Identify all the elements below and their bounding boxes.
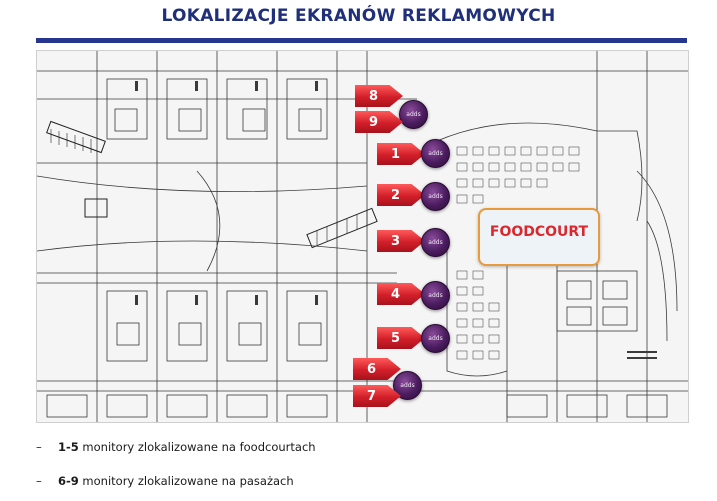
screen-icon: adds [399,100,428,129]
screen-icon: adds [421,324,450,353]
screen-icon: adds [421,281,450,310]
foodcourt-area: FOODCOURT [478,208,600,266]
title-underline [36,38,687,43]
legend-bullet: – [36,440,42,454]
legend-bullet: – [36,474,42,488]
screen-icon: adds [421,182,450,211]
marker-flag: 5 [377,327,425,349]
page-title: LOKALIZACJE EKRANÓW REKLAMOWYCH [161,6,556,26]
marker-flag: 7 [353,385,401,407]
marker-flag: 2 [377,184,425,206]
foodcourt-label: FOODCOURT [489,224,589,240]
floor-plan-drawing [37,51,688,422]
legend-item-passages: – 6-9 monitory zlokalizowane na pasażach [36,474,676,488]
screen-icon: adds [421,139,450,168]
screen-icon: adds [421,228,450,257]
marker-flag: 3 [377,230,425,252]
legend-text: monitory zlokalizowane na pasażach [78,474,294,488]
marker-flag: 8 [355,85,403,107]
marker-flag: 1 [377,143,425,165]
legend-range: 6-9 [58,474,79,488]
floor-plan: FOODCOURT 8 adds 9 1 adds 2 adds 3 adds … [36,50,689,423]
legend-item-foodcourt: – 1-5 monitory zlokalizowane na foodcourt… [36,440,676,454]
legend-text: monitory zlokalizowane na foodcourtach [78,440,316,454]
marker-flag: 4 [377,283,425,305]
marker-flag: 6 [353,358,401,380]
marker-flag: 9 [355,111,403,133]
legend-range: 1-5 [58,440,79,454]
